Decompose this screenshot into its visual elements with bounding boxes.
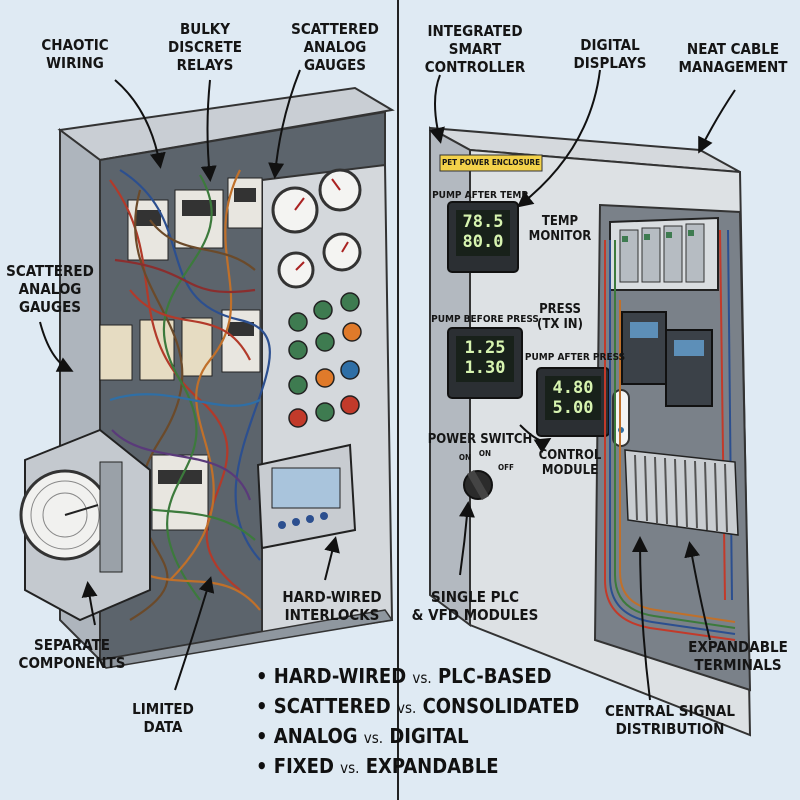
chart-recorder (19, 428, 151, 622)
label-central-signal: CENTRAL SIGNAL DISTRIBUTION (605, 702, 735, 738)
label-digital-displays: DIGITAL DISPLAYS (573, 36, 647, 72)
enclosure-tag (439, 154, 543, 172)
pushbuttons (288, 292, 362, 428)
analog-gauges (271, 168, 362, 289)
callout-arrows (39, 69, 736, 701)
label-scattered-gauges-left: SCATTERED ANALOG GAUGES (6, 262, 94, 316)
label-limited-data: LIMITED DATA (132, 700, 194, 736)
neat-wiring (604, 229, 736, 641)
switch-on-label-2: ON (478, 449, 492, 458)
pump-after-temp-title: PUMP AFTER TEMP (432, 190, 528, 201)
label-power-switch: POWER SWITCH (427, 432, 533, 447)
switch-off-label: OFF (498, 463, 514, 472)
power-switch-knob (463, 470, 493, 500)
vfd-modules (621, 311, 713, 407)
bullet-4: • FIXED vs. EXPANDABLE (256, 754, 499, 778)
label-neat-cable: NEAT CABLE MANAGEMENT (678, 40, 788, 76)
bullet-2: • SCATTERED vs. CONSOLIDATED (256, 694, 580, 718)
label-press: PRESS (TX IN) (537, 302, 583, 332)
label-separate-components: SEPARATE COMPONENTS (18, 636, 126, 672)
hmi-module (256, 443, 357, 550)
label-scattered-gauges-top: SCATTERED ANALOG GAUGES (291, 20, 379, 74)
label-hard-wired-interlocks: HARD-WIRED INTERLOCKS (282, 588, 382, 624)
plc-rack (609, 216, 719, 291)
bullet-3: • ANALOG vs. DIGITAL (256, 724, 469, 748)
press-after-display (536, 367, 610, 437)
terminal-blocks (624, 449, 739, 536)
switch-on-label-1: ON (458, 453, 472, 462)
label-single-plc: SINGLE PLC & VFD MODULES (411, 588, 539, 624)
chaotic-wires (104, 169, 271, 621)
label-bulky-relays: BULKY DISCRETE RELAYS (168, 20, 242, 74)
press-before-display (447, 327, 523, 399)
label-integrated-controller: INTEGRATED SMART CONTROLLER (424, 22, 526, 76)
label-control-module: CONTROL MODULE (538, 448, 602, 478)
label-chaotic-wiring: CHAOTIC WIRING (41, 36, 109, 72)
temp-display (447, 201, 519, 273)
bullet-1: • HARD-WIRED vs. PLC-BASED (256, 664, 552, 688)
label-temp-monitor: TEMP MONITOR (528, 214, 592, 244)
pump-before-press-title: PUMP BEFORE PRESS (431, 314, 539, 325)
pump-after-press-title: PUMP AFTER PRESS (524, 352, 626, 363)
enclosure-tag-text: PET POWER ENCLOSURE (441, 158, 541, 167)
label-expandable-terminals: EXPANDABLE TERMINALS (688, 638, 788, 674)
